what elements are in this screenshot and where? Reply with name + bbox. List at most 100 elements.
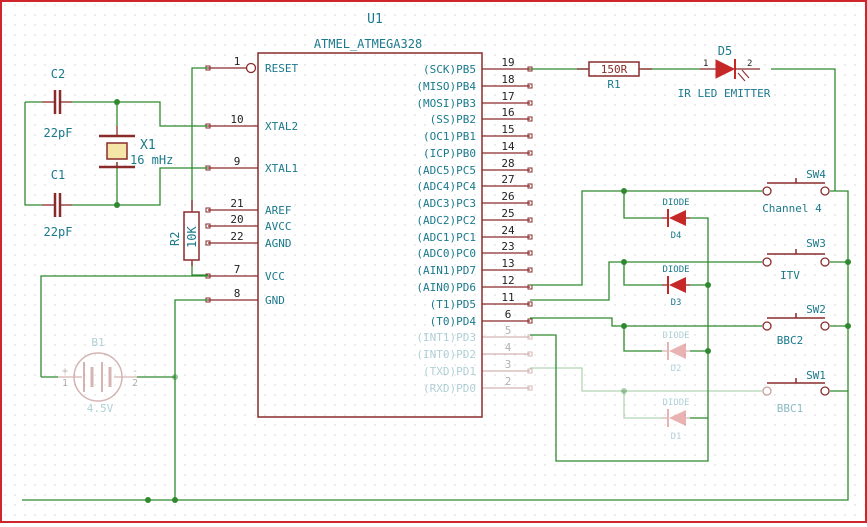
b1-value: 4.5V [87, 402, 114, 415]
c1-ref: C1 [51, 168, 65, 182]
u1-pin-number: 14 [501, 140, 515, 153]
u1-pin-number: 12 [501, 274, 514, 287]
switch-sw1[interactable]: SW1 BBC1 [762, 369, 830, 415]
d2-ref: D2 [671, 364, 682, 374]
u1-pin-3[interactable]: 3 (TXD)PD1 [423, 358, 533, 378]
r2-ref: R2 [168, 232, 182, 246]
u1-pin-18[interactable]: 18(MISO)PB4 [416, 73, 533, 93]
d5-pin2: 2 [747, 59, 752, 69]
u1-pin-26[interactable]: 26(ADC3)PC3 [416, 190, 533, 210]
crystal-x1[interactable]: X1 16 mHz [99, 126, 173, 169]
u1-pin-name: XTAL2 [265, 120, 298, 133]
u1-pin-name: (MISO)PB4 [416, 80, 476, 93]
u1-pin-name: RESET [265, 62, 298, 75]
u1-pin-number: 21 [230, 197, 243, 210]
u1-pin-28[interactable]: 28(ADC5)PC5 [416, 157, 533, 177]
u1-pin-15[interactable]: 15(OC1)PB1 [423, 123, 533, 143]
u1-pin-17[interactable]: 17(MOSI)PB3 [416, 90, 533, 110]
u1-pin-name: (ICP)PB0 [423, 147, 476, 160]
u1-pin-24[interactable]: 24(ADC1)PC1 [416, 224, 533, 244]
u1-pin-number: 5 [505, 324, 512, 337]
u1-pin-name: XTAL1 [265, 162, 298, 175]
u1-ref: U1 [367, 12, 383, 27]
b1-pin2: 2 [132, 378, 138, 389]
u1-pin-number: 22 [230, 230, 243, 243]
d2-type: DIODE [662, 331, 689, 341]
u1-pin-2[interactable]: 2(RXD)PD0 [423, 375, 533, 395]
u1-pin-name: (AIN1)PD7 [416, 264, 476, 277]
switch-sw4[interactable]: SW4 Channel 4 [762, 168, 830, 215]
diode-d3[interactable]: DIODE D3 [662, 265, 690, 308]
u1-part: ATMEL_ATMEGA328 [314, 37, 422, 51]
switch-sw3[interactable]: SW3 ITV [762, 237, 830, 282]
u1-pin-number: 27 [501, 173, 514, 186]
diode-d4[interactable]: DIODE D4 [662, 198, 690, 241]
u1-pin-number: 1 [234, 55, 241, 68]
u1-pin-number: 4 [505, 341, 512, 354]
sw2-label: BBC2 [777, 334, 804, 347]
d4-type: DIODE [662, 198, 689, 208]
u1-pin-16[interactable]: 16(SS)PB2 [430, 106, 533, 126]
resistor-r1[interactable]: 150R R1 [577, 61, 652, 91]
sw4-ref: SW4 [806, 168, 826, 181]
r2-value: 10K [185, 226, 199, 248]
switch-sw2[interactable]: SW2 BBC2 [762, 303, 830, 347]
u1-pin-23[interactable]: 23(ADC0)PC0 [416, 240, 533, 260]
diode-d1[interactable]: DIODE D1 [662, 398, 690, 442]
u1-pin-number: 10 [230, 113, 243, 126]
u1-pin-5[interactable]: 5(INT1)PD3 [416, 324, 533, 344]
diode-d2[interactable]: DIODE D2 [662, 331, 690, 374]
u1-pin-6[interactable]: 6(T0)PD4 [430, 308, 533, 328]
u1-pin-name: (TXD)PD1 [423, 365, 476, 378]
u1-pin-number: 19 [501, 56, 514, 69]
resistor-r2[interactable]: R2 10K [168, 200, 200, 266]
u1-pin-number: 23 [501, 240, 514, 253]
u1-pin-19[interactable]: 19 (SCK)PB5 [423, 56, 533, 76]
led-d5[interactable]: D5 IR LED EMITTER 1 2 [678, 44, 771, 100]
u1-pin-number: 26 [501, 190, 514, 203]
d3-type: DIODE [662, 265, 689, 275]
u1-pin-25[interactable]: 25(ADC2)PC2 [416, 207, 533, 227]
u1-pin-14[interactable]: 14 (ICP)PB0 [423, 140, 533, 160]
b1-minus: - [132, 366, 138, 377]
u1-pin-4[interactable]: 4(INT0)PD2 [416, 341, 533, 361]
u1-pin-12[interactable]: 12(AIN0)PD6 [416, 274, 533, 294]
d5-value: IR LED EMITTER [678, 87, 771, 100]
sw3-label: ITV [780, 269, 800, 282]
u1-pin-13[interactable]: 13 (AIN1)PD7 [416, 257, 533, 277]
x1-ref: X1 [140, 138, 156, 153]
capacitor-c1[interactable]: C1 22pF [42, 168, 72, 239]
capacitor-c2[interactable]: C2 22pF [42, 67, 72, 140]
u1-pin-name: (SCK)PB5 [423, 63, 476, 76]
u1-pin-name: GND [265, 294, 285, 307]
u1-pin-number: 13 [501, 257, 514, 270]
sw4-label: Channel 4 [762, 202, 822, 215]
u1-pin-27[interactable]: 27(ADC4)PC4 [416, 173, 533, 193]
u1-pin-name: AGND [265, 237, 292, 250]
junctions [114, 99, 851, 503]
r1-ref: R1 [607, 78, 620, 91]
u1-right-pins: 19 (SCK)PB518(MISO)PB417(MOSI)PB316(SS)PB… [416, 56, 533, 395]
u1-left-pins: 1RESET10XTAL29XTAL121AREF20AVCC22AGND7VC… [205, 55, 298, 307]
d4-ref: D4 [671, 231, 682, 241]
u1-pin-11[interactable]: 11(T1)PD5 [430, 291, 533, 311]
u1-pin-number: 20 [230, 213, 243, 226]
battery-b1[interactable]: B1 4.5V + 1 - 2 [58, 336, 138, 415]
sw2-ref: SW2 [806, 303, 826, 316]
u1-body [257, 52, 483, 418]
u1-pin-name: (ADC5)PC5 [416, 164, 476, 177]
u1-pin-number: 17 [501, 90, 514, 103]
u1-pin-number: 6 [505, 308, 512, 321]
u1-pin-number: 3 [505, 358, 512, 371]
u1-pin-name: AREF [265, 204, 292, 217]
d3-ref: D3 [671, 298, 682, 308]
sw3-ref: SW3 [806, 237, 826, 250]
d1-ref: D1 [671, 432, 682, 442]
